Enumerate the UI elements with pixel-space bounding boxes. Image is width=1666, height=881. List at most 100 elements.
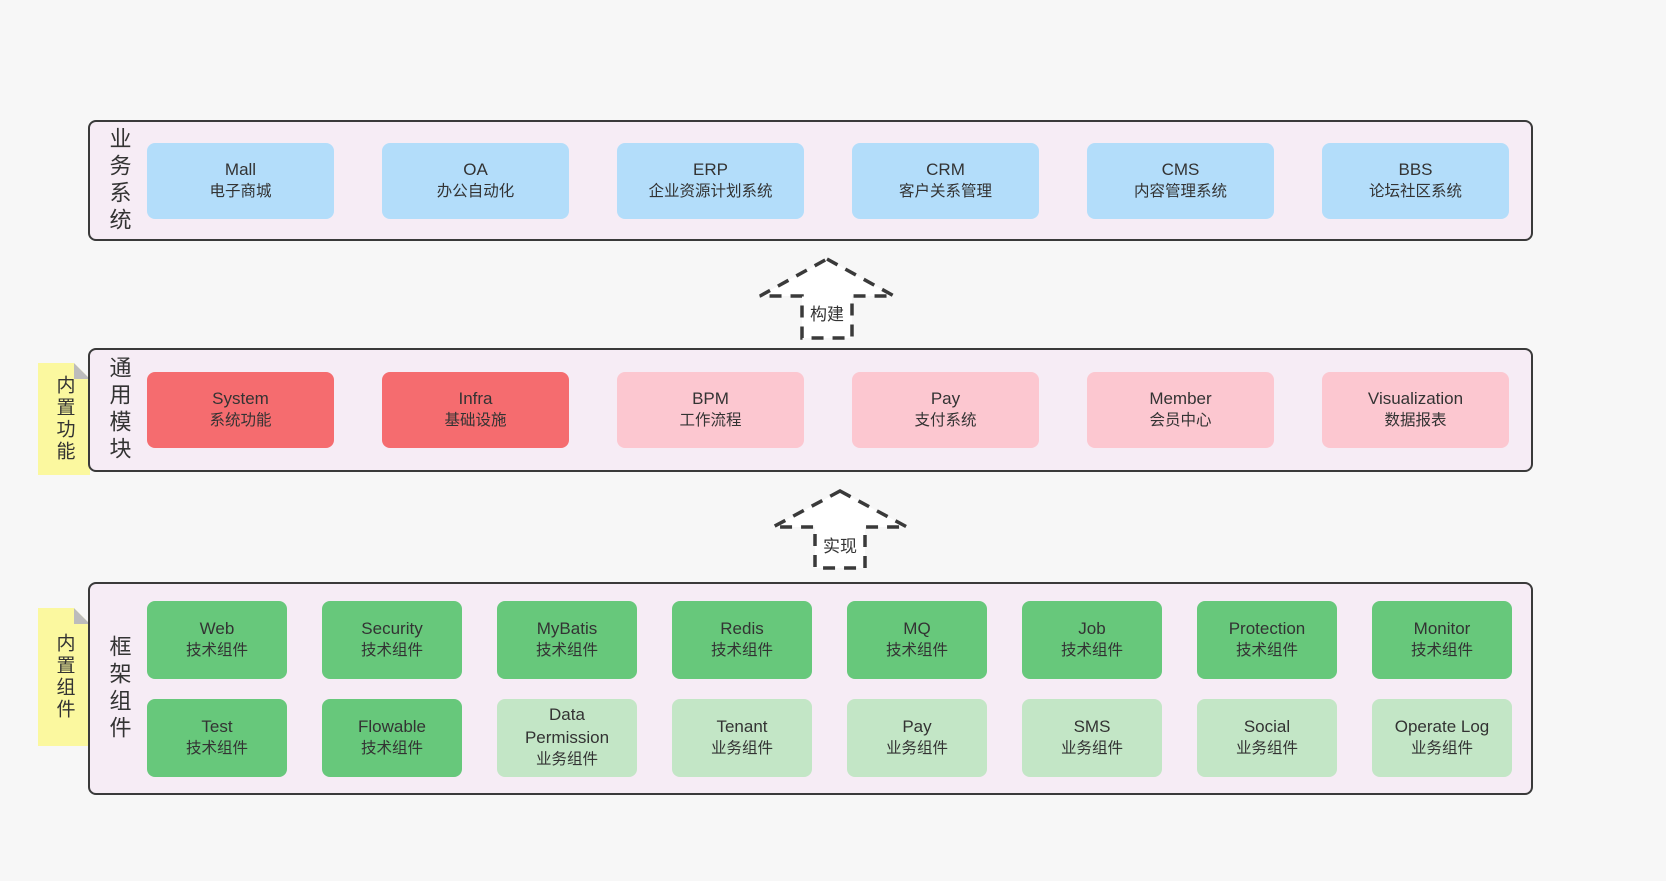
sticky-note-builtin-components: 内置组件	[38, 608, 90, 746]
module-subtitle: 技术组件	[360, 641, 423, 659]
module-subtitle: 技术组件	[535, 641, 598, 659]
module-subtitle: 电子商城	[209, 182, 272, 200]
module-row: Mall 电子商城 OA 办公自动化 ERP 企业资源计划系统 CRM 客户关系…	[147, 142, 1531, 219]
module-title: Tenant	[716, 716, 768, 736]
component-social: Social 业务组件	[1197, 698, 1337, 777]
module-title: ERP	[693, 159, 728, 179]
module-bpm: BPM 工作流程	[617, 372, 804, 448]
module-member: Member 会员中心	[1087, 372, 1274, 448]
layer-rows: System 系统功能 Infra 基础设施 BPM 工作流程 Pay 支付系统…	[147, 350, 1531, 470]
module-title: System	[212, 389, 269, 409]
module-subtitle: 支付系统	[914, 412, 977, 430]
module-title: MyBatis	[536, 618, 598, 638]
component-operate-log: Operate Log 业务组件	[1372, 698, 1512, 777]
module-visualization: Visualization 数据报表	[1322, 372, 1509, 448]
module-subtitle: 技术组件	[710, 641, 773, 659]
module-title: CMS	[1161, 159, 1200, 179]
layer-business-systems: 业务系统 Mall 电子商城 OA 办公自动化 ERP 企业资源计划系统 CRM…	[88, 120, 1533, 241]
module-title: Pay	[902, 716, 932, 736]
module-subtitle: 技术组件	[1410, 641, 1473, 659]
module-title: Protection	[1228, 618, 1306, 638]
layer-rows: Web 技术组件 Security 技术组件 MyBatis 技术组件 Redi…	[147, 584, 1531, 793]
module-title: Monitor	[1413, 618, 1471, 638]
layer-rows: Mall 电子商城 OA 办公自动化 ERP 企业资源计划系统 CRM 客户关系…	[147, 122, 1531, 239]
module-title: Security	[361, 618, 423, 638]
component-test: Test 技术组件	[147, 698, 287, 777]
module-subtitle: 技术组件	[1060, 641, 1123, 659]
module-subtitle: 业务组件	[535, 751, 598, 769]
up-block-arrow-icon	[759, 257, 895, 340]
module-subtitle: 业务组件	[1235, 739, 1298, 757]
module-subtitle: 业务组件	[1060, 739, 1123, 757]
up-block-arrow-icon	[772, 489, 908, 570]
module-title: Infra	[458, 389, 493, 409]
arrow-label: 实现	[823, 537, 857, 556]
component-data-permission: Data Permission 业务组件	[497, 698, 637, 777]
module-subtitle: 技术组件	[885, 641, 948, 659]
module-title: MQ	[903, 618, 931, 638]
module-row: Test 技术组件 Flowable 技术组件 Data Permission …	[147, 698, 1531, 777]
module-subtitle: 客户关系管理	[898, 182, 992, 200]
module-title: OA	[463, 159, 488, 179]
sticky-note-label: 内置功能	[53, 375, 75, 463]
module-subtitle: 业务组件	[1410, 739, 1473, 757]
module-subtitle: 系统功能	[209, 412, 272, 430]
module-row: System 系统功能 Infra 基础设施 BPM 工作流程 Pay 支付系统…	[147, 372, 1531, 448]
module-title: Web	[199, 618, 235, 638]
module-subtitle: 论坛社区系统	[1368, 182, 1462, 200]
module-title: Job	[1078, 618, 1106, 638]
module-title: Test	[201, 716, 233, 736]
component-monitor: Monitor 技术组件	[1372, 600, 1512, 679]
module-title: Social	[1243, 716, 1291, 736]
module-title: Operate Log	[1394, 716, 1490, 736]
module-subtitle: 业务组件	[885, 739, 948, 757]
module-subtitle: 企业资源计划系统	[648, 182, 773, 200]
component-pay: Pay 业务组件	[847, 698, 987, 777]
module-title: Data Permission	[524, 705, 610, 748]
module-title: Visualization	[1367, 389, 1464, 409]
module-title: Pay	[930, 389, 961, 409]
module-mall: Mall 电子商城	[147, 142, 334, 219]
module-row: Web 技术组件 Security 技术组件 MyBatis 技术组件 Redi…	[147, 600, 1531, 679]
component-security: Security 技术组件	[322, 600, 462, 679]
module-subtitle: 技术组件	[185, 641, 248, 659]
component-job: Job 技术组件	[1022, 600, 1162, 679]
module-subtitle: 数据报表	[1384, 412, 1447, 430]
layer-label-common-modules: 通用模块	[106, 356, 132, 464]
module-pay-system: Pay 支付系统	[852, 372, 1039, 448]
layer-label-framework-components: 框架组件	[106, 634, 132, 743]
module-infra: Infra 基础设施	[382, 372, 569, 448]
arrow-label: 构建	[810, 305, 844, 324]
module-subtitle: 工作流程	[679, 412, 742, 430]
build-arrow: 构建	[757, 256, 897, 341]
module-subtitle: 办公自动化	[436, 182, 515, 200]
module-subtitle: 技术组件	[360, 739, 423, 757]
layer-framework-components: 框架组件 Web 技术组件 Security 技术组件 MyBatis 技术组件…	[88, 582, 1533, 795]
module-title: Redis	[720, 618, 764, 638]
module-subtitle: 业务组件	[710, 739, 773, 757]
module-system: System 系统功能	[147, 372, 334, 448]
component-web: Web 技术组件	[147, 600, 287, 679]
module-title: BPM	[692, 389, 729, 409]
module-oa: OA 办公自动化	[382, 142, 569, 219]
module-subtitle: 技术组件	[185, 739, 248, 757]
sticky-note-label: 内置组件	[53, 633, 75, 721]
module-title: Flowable	[357, 716, 427, 736]
module-cms: CMS 内容管理系统	[1087, 142, 1274, 219]
component-flowable: Flowable 技术组件	[322, 698, 462, 777]
module-subtitle: 会员中心	[1149, 412, 1212, 430]
module-title: Member	[1149, 389, 1212, 409]
module-subtitle: 内容管理系统	[1133, 182, 1227, 200]
component-mybatis: MyBatis 技术组件	[497, 600, 637, 679]
module-crm: CRM 客户关系管理	[852, 142, 1039, 219]
component-redis: Redis 技术组件	[672, 600, 812, 679]
implement-arrow: 实现	[770, 488, 910, 571]
module-bbs: BBS 论坛社区系统	[1322, 142, 1509, 219]
module-title: BBS	[1398, 159, 1433, 179]
sticky-note-builtin-features: 内置功能	[38, 363, 90, 475]
module-title: SMS	[1073, 716, 1111, 736]
module-title: Mall	[224, 159, 257, 179]
module-subtitle: 基础设施	[444, 412, 507, 430]
component-mq: MQ 技术组件	[847, 600, 987, 679]
module-subtitle: 技术组件	[1235, 641, 1298, 659]
